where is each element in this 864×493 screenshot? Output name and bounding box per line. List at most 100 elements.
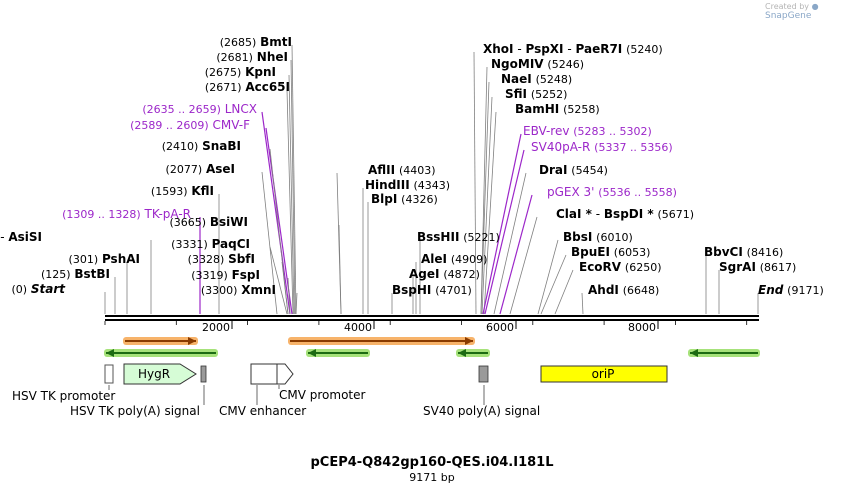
site-label-paqci: (3331) PaqCI: [171, 237, 250, 251]
site-name: BpuEI: [571, 245, 610, 259]
site-leader-bamhi: [483, 111, 497, 315]
site-label-bsshii: BssHII (5221): [417, 230, 500, 244]
site-label-asei: (2077) AseI: [166, 162, 235, 176]
site-position: (5252): [531, 88, 568, 101]
site-position: (1309 .. 1328): [62, 208, 141, 221]
site-position: (2410): [162, 140, 199, 153]
site-leader-pgex-3: [499, 194, 533, 315]
site-label-acc65i: (2671) Acc65I: [205, 80, 290, 94]
site-leader-ecorv: [554, 269, 574, 315]
site-name: TK-pA-R: [144, 207, 192, 221]
credit-prefix: Created by: [765, 2, 810, 11]
site-name: FspI: [232, 268, 260, 282]
site-name: BsiWI: [210, 215, 248, 229]
site-name: HindIII: [365, 178, 410, 192]
site-position: (4909): [451, 253, 488, 266]
site-label-bbsi: BbsI (6010): [563, 230, 633, 244]
site-name: SfiI: [505, 87, 527, 101]
site-leader-ebv-rev: [482, 133, 522, 315]
site-leader-bbsi: [537, 239, 559, 315]
site-label-naei: NaeI (5248): [501, 72, 572, 86]
site-separator: -: [514, 42, 526, 56]
site-position: (4326): [401, 193, 438, 206]
site-label-pshai: (301) PshAI: [69, 252, 140, 266]
site-label-ecorv: EcoRV (6250): [579, 260, 662, 274]
site-name: SgrAI: [719, 260, 756, 274]
site-leader-lines: [104, 44, 759, 315]
site-leader-asei: [261, 171, 278, 315]
site-name: AhdI: [588, 283, 619, 297]
site-separator: -: [0, 230, 8, 244]
site-leader-lncx: [261, 111, 291, 315]
site-label-end: End (9171): [758, 283, 824, 297]
site-label-bpuei: BpuEI (6053): [571, 245, 650, 259]
site-position: (0): [11, 283, 27, 296]
site-position: (125): [41, 268, 71, 281]
site-position: (3331): [171, 238, 208, 251]
backbone-bottom-strand: [105, 319, 759, 321]
site-label-bsphi: BspHI (4701): [392, 283, 472, 297]
site-position: (6250): [625, 261, 662, 274]
plasmid-name: pCEP4-Q842gp160-QES.i04.I181L: [310, 455, 554, 470]
site-position: (2671): [205, 81, 242, 94]
hsv-tk-promoter-box: [104, 364, 114, 384]
site-label-sgrai: SgrAI (8617): [719, 260, 796, 274]
site-position: (2675): [205, 66, 242, 79]
site-position: (1593): [151, 185, 188, 198]
credit-brand: SnapGene: [765, 11, 812, 21]
site-position: (8416): [747, 246, 784, 259]
site-position: (5248): [536, 73, 573, 86]
site-position: (2635 .. 2659): [142, 103, 221, 116]
site-label-lncx: (2635 .. 2659) LNCX: [142, 102, 257, 116]
snapgene-credit: Created by ● SnapGene: [765, 2, 864, 21]
site-name: AleI: [421, 252, 447, 266]
site-name: SbfI: [228, 252, 255, 266]
site-leader-naei: [480, 81, 490, 315]
site-position: (3328): [188, 253, 225, 266]
site-position: (2685): [220, 36, 257, 49]
site-leader-bmti: [291, 44, 297, 315]
tick-label: 2000: [202, 321, 230, 334]
site-name-2: AsiSI: [8, 230, 42, 244]
site-name: BspHI: [392, 283, 431, 297]
site-position: (5671): [658, 208, 695, 221]
site-label-blpi: BlpI (4326): [371, 192, 438, 206]
site-position: (5258): [563, 103, 600, 116]
site-position: (3665): [169, 216, 206, 229]
backbone-top-strand: [105, 315, 759, 317]
site-name: BlpI: [371, 192, 397, 206]
site-position: (301): [69, 253, 99, 266]
site-label-bbvci: BbvCI (8416): [704, 245, 783, 259]
orip-feature: [540, 365, 668, 383]
site-leader-xmni: [295, 292, 298, 315]
site-label-ahdi: AhdI (6648): [588, 283, 659, 297]
site-position: (6053): [614, 246, 651, 259]
site-name-2: BspDI *: [604, 207, 654, 221]
site-label-start: (0) Start: [11, 282, 66, 296]
site-name: BstBI: [74, 267, 110, 281]
site-name: BssHII: [417, 230, 459, 244]
site-label-aflii: AflII (4403): [368, 163, 436, 177]
site-label-ebv-rev: EBV-rev (5283 .. 5302): [523, 124, 652, 138]
site-name: AseI: [206, 162, 235, 176]
site-label-bsiwi: (3665) BsiWI: [169, 215, 248, 229]
site-leader-ahdi: [581, 292, 584, 315]
site-separator: -: [564, 42, 576, 56]
site-label-nhei: (2681) NheI: [216, 50, 288, 64]
site-leader-clai: [509, 216, 538, 315]
feature-label-cmv-promoter: CMV promoter: [279, 388, 366, 402]
site-label-alei: AleI (4909): [421, 252, 487, 266]
site-leader-drai: [493, 172, 527, 315]
site-position: (2589 .. 2609): [130, 119, 209, 132]
site-position: (2077): [166, 163, 203, 176]
cmv-enhancer-box: [250, 363, 278, 385]
site-position: (2681): [216, 51, 253, 64]
site-name-3: PaeR7I: [576, 42, 623, 56]
site-position: (3300): [201, 284, 238, 297]
site-position: (4343): [414, 179, 451, 192]
green-feature-3-head: [458, 349, 466, 357]
site-name: AgeI: [409, 267, 439, 281]
snapgene-logo-icon: ●: [811, 2, 819, 11]
site-position: (6010): [596, 231, 633, 244]
